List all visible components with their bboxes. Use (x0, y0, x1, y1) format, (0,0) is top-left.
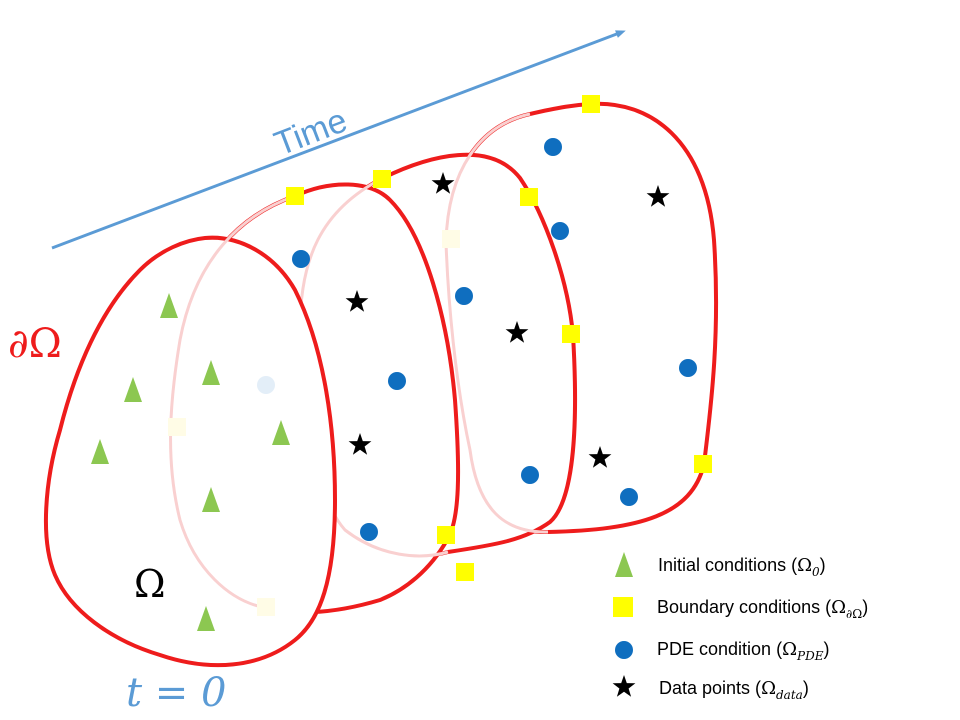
data-point (348, 433, 372, 455)
pde-point (521, 466, 539, 484)
domain-t1-boundary-faded (169, 194, 296, 609)
boundary-markers (168, 95, 712, 616)
pde-point (620, 488, 638, 506)
time-label: Time (269, 101, 352, 163)
data-markers (345, 172, 670, 468)
pde-markers (257, 138, 697, 541)
initial-point (160, 293, 178, 318)
domain-boundary-label: ∂Ω (8, 321, 62, 367)
legend-item-boundary: Boundary conditions (Ω∂Ω) (657, 597, 868, 621)
data-point (431, 172, 455, 194)
data-point (345, 290, 369, 312)
pde-point (388, 372, 406, 390)
boundary-point (520, 188, 538, 206)
pde-point (292, 250, 310, 268)
legend: Initial conditions (Ω0) Boundary conditi… (612, 552, 868, 702)
legend-item-pde: PDE condition (ΩPDE) (657, 639, 829, 663)
circle-icon (615, 641, 633, 659)
boundary-point (286, 187, 304, 205)
pde-point (544, 138, 562, 156)
domain-t3-boundary-faded (444, 112, 549, 534)
boundary-point (456, 563, 474, 581)
boundary-point (694, 455, 712, 473)
star-icon (612, 675, 636, 697)
domain-t0-boundary (43, 235, 338, 668)
pde-point (551, 222, 569, 240)
pde-point (455, 287, 473, 305)
boundary-point (582, 95, 600, 113)
pde-point (360, 523, 378, 541)
legend-item-data: Data points (Ωdata) (659, 678, 809, 702)
t0-label: t = 0 (126, 670, 226, 716)
boundary-point-faded (257, 598, 275, 616)
boundary-point (373, 170, 391, 188)
triangle-icon (615, 552, 633, 577)
pde-point-faded (257, 376, 275, 394)
initial-point (197, 606, 215, 631)
data-point (505, 321, 529, 343)
boundary-point (562, 325, 580, 343)
initial-point (124, 377, 142, 402)
legend-item-initial: Initial conditions (Ω0) (658, 555, 826, 579)
initial-point (202, 487, 220, 512)
initial-point (272, 420, 290, 445)
square-icon (613, 597, 633, 617)
boundary-point (437, 526, 455, 544)
initial-point (202, 360, 220, 385)
boundary-point-faded (168, 418, 186, 436)
initial-markers (91, 293, 290, 631)
domain-label: Ω (134, 562, 166, 606)
data-point (646, 185, 670, 207)
time-arrow (51, 30, 626, 250)
boundary-point-faded (442, 230, 460, 248)
pde-point (679, 359, 697, 377)
data-point (588, 446, 612, 468)
initial-point (91, 439, 109, 464)
